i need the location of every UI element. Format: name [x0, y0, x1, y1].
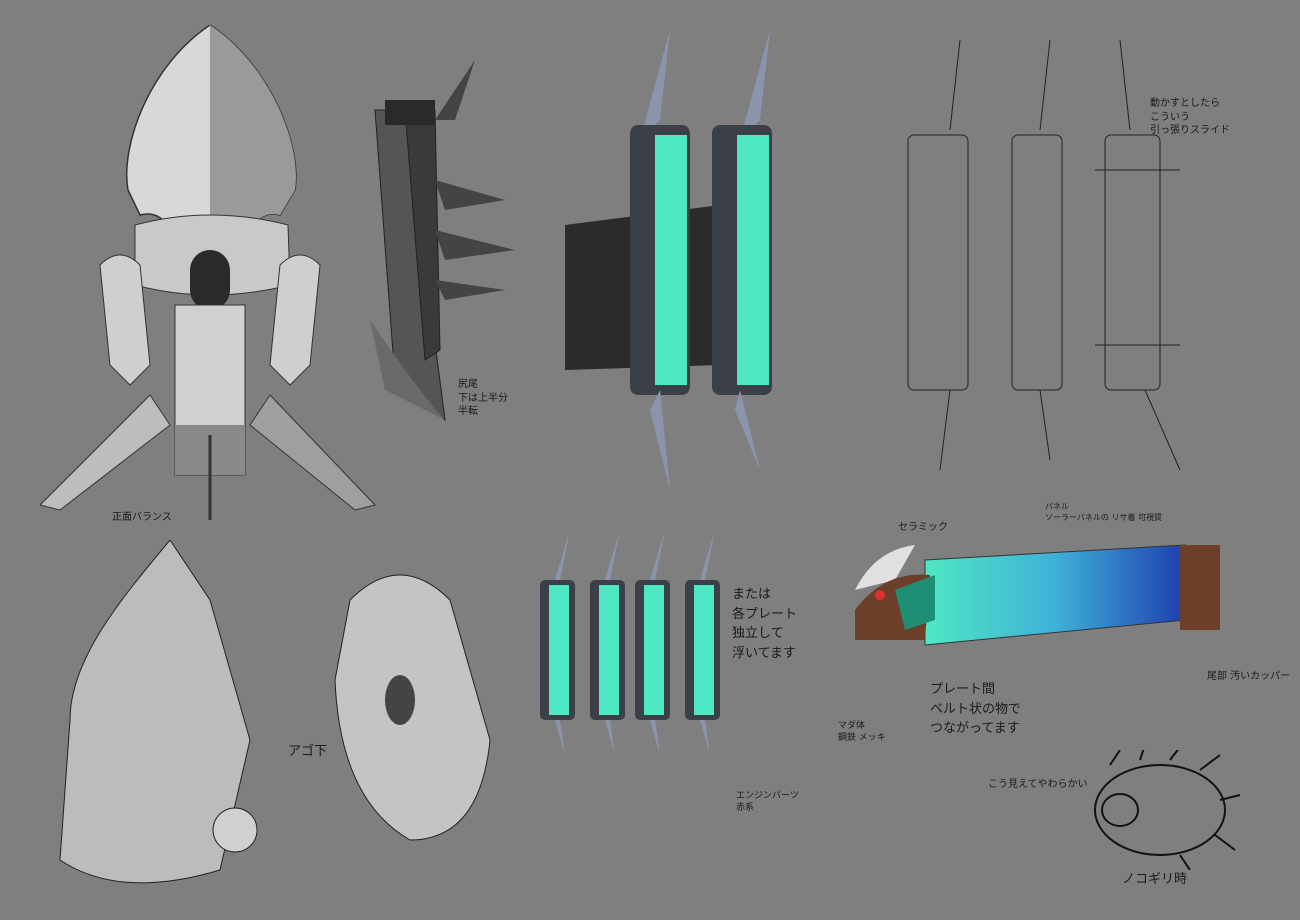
jaw-bottom-label: アゴ下 — [288, 744, 328, 759]
saw-mode-sketch — [1094, 750, 1240, 870]
body-plating-label: マダ体 鋼鉄 メッキ — [838, 721, 886, 744]
slide-note: 動かすとしたら こういう 引っ張りスライド — [1150, 98, 1230, 136]
tail-note: 尻尾 下は上半分 半転 — [458, 379, 508, 417]
soft-look-label: こう見えてやわらかい — [988, 779, 1088, 790]
independent-plates-note: または 各プレート 独立して 浮いてます — [732, 587, 798, 661]
plates-with-tread-render — [565, 30, 772, 490]
centipede-render — [855, 544, 1220, 646]
tail-cover-label: 尾部 汚いカッパー — [1207, 671, 1291, 682]
ceramic-label: セラミック — [898, 522, 948, 533]
saw-mode-label: ノコギリ時 — [1122, 872, 1188, 887]
engine-parts-label: エンジンパーツ 赤系 — [736, 791, 799, 814]
plate-between-note: プレート間 ベルト状の物で つながってます — [930, 682, 1022, 736]
front-balance-label: 正面バランス — [112, 512, 172, 523]
tail-side-drawing — [370, 60, 515, 422]
front-view-head-drawing — [40, 25, 376, 520]
plate-line-sketches — [907, 40, 1181, 471]
head-underside-sketch — [334, 574, 491, 841]
independent-plates-render — [540, 530, 720, 755]
plates-material-label: パネル ソーラーパネルの リサ着 可視質 — [1045, 502, 1163, 522]
jaw-perspective-sketch — [59, 540, 258, 884]
